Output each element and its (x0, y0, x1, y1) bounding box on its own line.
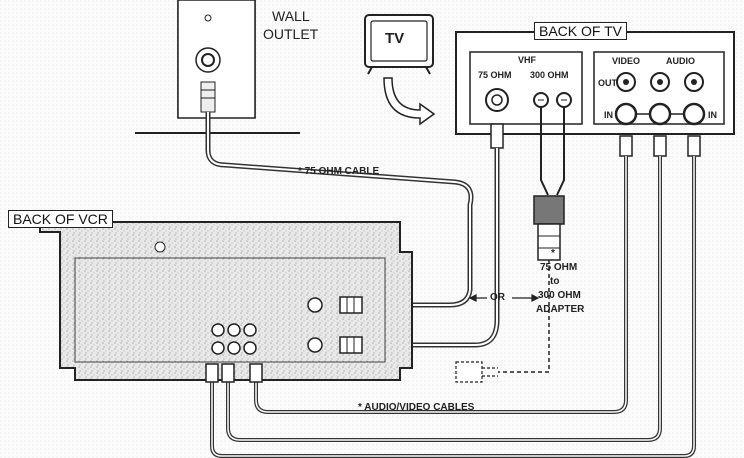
vhf-label: VHF (518, 55, 536, 65)
coax-cable-note: * 75 OHM CABLE (298, 166, 380, 177)
out-label: OUT (598, 78, 617, 88)
back-of-vcr-label: BACK OF VCR (8, 210, 113, 228)
adapter-line3: 300 OHM (538, 290, 581, 301)
adapter-300-ohm (455, 107, 565, 383)
or-arrows (468, 294, 540, 302)
adapter-line2: to (550, 276, 560, 287)
tv-back-panel (455, 31, 735, 135)
vhf-plug (490, 123, 504, 149)
video-label: VIDEO (612, 56, 641, 66)
ohm75-label: 75 OHM (478, 70, 512, 80)
tv-av-plugs (619, 135, 701, 157)
ohm300-label: 300 OHM (530, 70, 569, 80)
adapter-star: * (551, 248, 555, 259)
or-label: OR (490, 292, 505, 303)
av-cables-note: * AUDIO/VIDEO CABLES (358, 402, 475, 413)
tv-screen-label: TV (385, 30, 405, 47)
vcr-back-panel (39, 221, 413, 383)
back-of-tv-label: BACK OF TV (534, 22, 627, 40)
adapter-line1: 75 OHM (540, 262, 578, 273)
in-left-label: IN (604, 110, 613, 120)
in-right-label: IN (708, 110, 717, 120)
wall-outlet-label-line1: WALL (272, 8, 310, 24)
wall-outlet-label-line2: OUTLET (263, 26, 319, 42)
wall-outlet (135, 0, 300, 134)
tv-icon (364, 14, 436, 126)
adapter-line4: ADAPTER (536, 304, 585, 315)
audio-label: AUDIO (666, 56, 695, 66)
